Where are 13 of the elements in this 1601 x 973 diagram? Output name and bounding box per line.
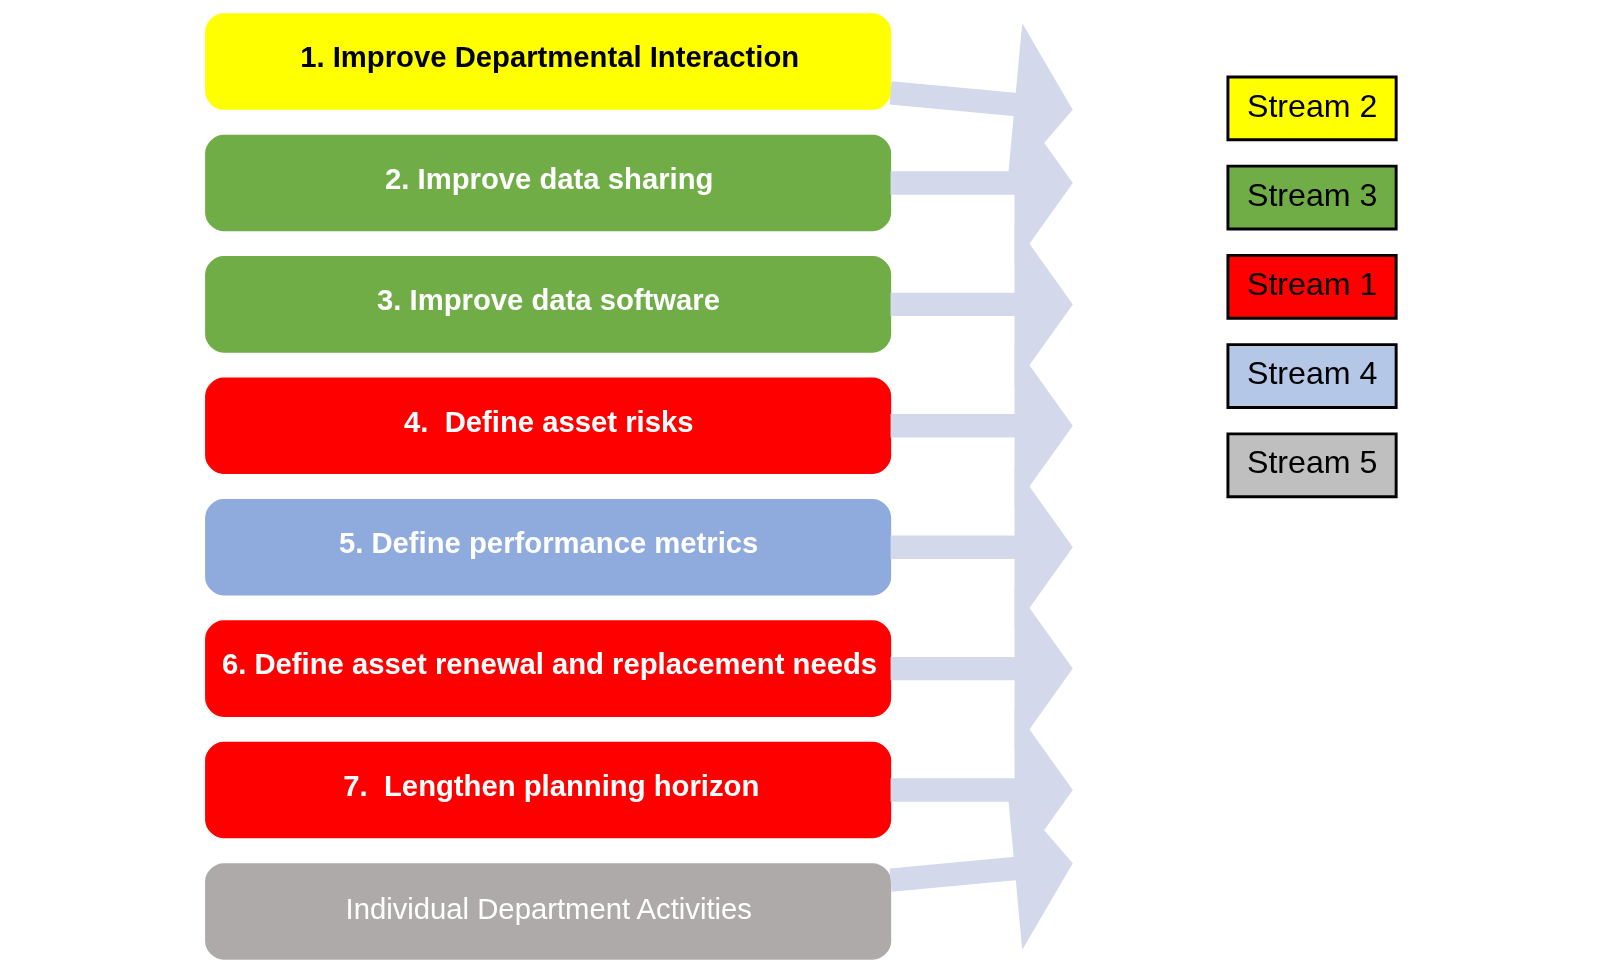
node-box: Stream 5 — [1225, 432, 1398, 499]
node-box: 1. Improve Departmental Interaction — [204, 13, 891, 110]
node-box: 4. Define asset risks — [204, 377, 891, 475]
node-box: Individual Department Activities — [204, 863, 891, 960]
node-box: 2. Improve data sharing — [204, 134, 891, 232]
node-box: 6. Define asset renewal and replacement needs — [204, 620, 891, 717]
node-box: Stream 2 — [1225, 75, 1398, 142]
node-box: Stream 4 — [1225, 343, 1398, 409]
node-box: Stream 1 — [1225, 253, 1398, 320]
node-box: Stream 3 — [1225, 164, 1398, 231]
node-box: 5. Define performance metrics — [204, 498, 891, 596]
node-box: 7. Lengthen planning horizon — [204, 741, 891, 839]
node-box: 3. Improve data software — [204, 256, 891, 353]
